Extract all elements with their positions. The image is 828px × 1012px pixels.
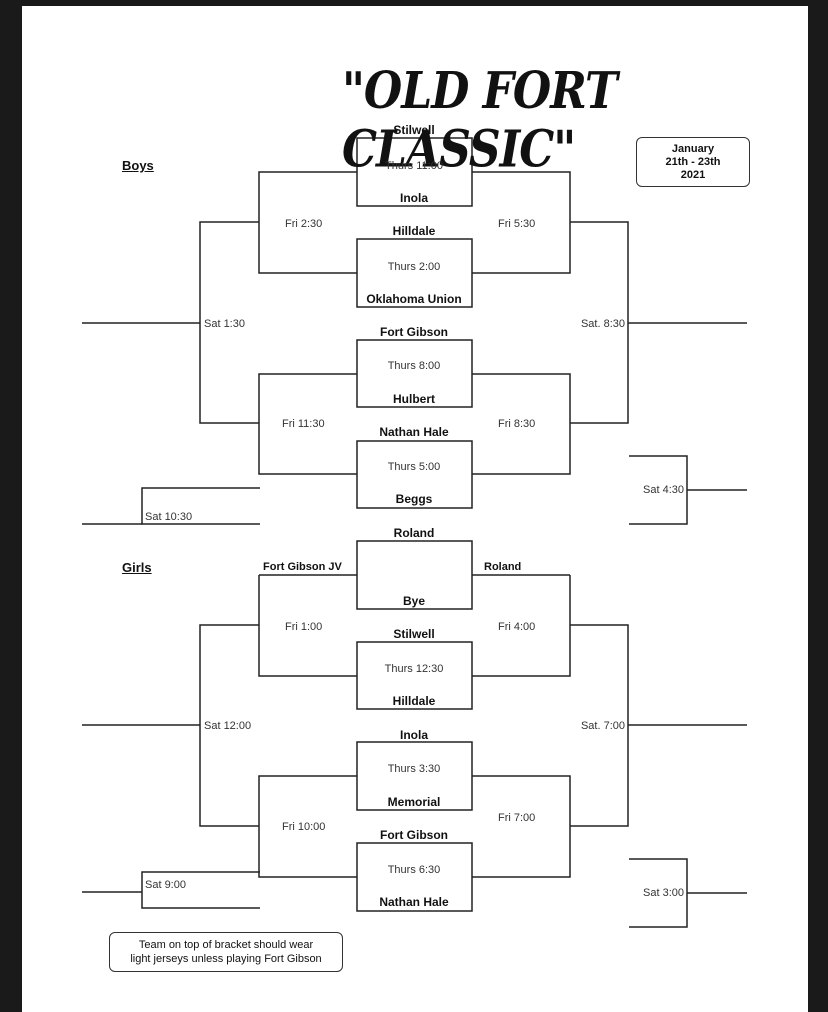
girls-bye-left-label: Fort Gibson JV <box>263 561 342 573</box>
girls-fri-left-bottom-time: Fri 10:00 <box>282 821 326 833</box>
date-line-3: 2021 <box>680 169 706 181</box>
girls-bye-bottom-team: Bye <box>402 594 426 608</box>
girls-cons-left <box>141 871 260 909</box>
page-title: "OLD FORT CLASSIC" <box>342 62 618 180</box>
boys-game-1-bottom-team: Inola <box>399 191 429 205</box>
girls-bye-top-team: Roland <box>393 526 435 540</box>
girls-fri-right-bottom-time: Fri 7:00 <box>498 812 536 824</box>
boys-cons-left-time: Sat 10:30 <box>145 511 193 523</box>
girls-cons-left-time: Sat 9:00 <box>145 879 186 891</box>
girls-sat-left-time: Sat 12:00 <box>204 720 252 732</box>
girls-fri-right-bottom <box>472 775 571 878</box>
boys-game-3-time: Thurs 8:00 <box>387 360 441 372</box>
boys-game-3-bottom-team: Hulbert <box>393 392 435 406</box>
note-line-2: light jerseys unless playing Fort Gibson <box>130 953 322 965</box>
boys-fri-right-bottom <box>472 373 571 475</box>
boys-game-1-time: Thurs 11:00 <box>385 160 443 172</box>
boys-fri-right-top-time: Fri 5:30 <box>498 218 536 230</box>
boys-fri-left-top-time: Fri 2:30 <box>285 218 323 230</box>
boys-fri-left-bottom <box>258 373 357 475</box>
girls-fri-left-top-time: Fri 1:00 <box>285 621 323 633</box>
girls-game-2-time: Thurs 3:30 <box>387 763 441 775</box>
girls-game-1-top-team: Stilwell <box>393 627 435 641</box>
bracket-lines <box>82 137 747 928</box>
boys-game-2-bottom-team: Oklahoma Union <box>366 292 462 306</box>
boys-game-4-top-team: Nathan Hale <box>379 425 449 439</box>
girls-fri-left-top <box>258 575 357 677</box>
girls-game-2-top-team: Inola <box>399 728 429 742</box>
jersey-note: Team on top of bracket should wear light… <box>109 932 343 972</box>
date-line-1: January <box>671 143 715 155</box>
bracket-sheet: "OLD FORT CLASSIC" January 21th - 23th 2… <box>22 6 808 1012</box>
boys-game-3-top-team: Fort Gibson <box>380 325 448 339</box>
boys-fri-left-bottom-time: Fri 11:30 <box>282 418 325 430</box>
girls-fri-right-top-time: Fri 4:00 <box>498 621 536 633</box>
girls-game-1-bottom-team: Hilldale <box>392 694 436 708</box>
girls-game-3-top-team: Fort Gibson <box>380 828 448 842</box>
boys-sat-right-time: Sat. 8:30 <box>580 318 625 330</box>
boys-sat-left-time: Sat 1:30 <box>204 318 245 330</box>
boys-game-4-bottom-team: Beggs <box>395 492 433 506</box>
girls-bye-right-label: Roland <box>484 561 522 573</box>
date-badge: January 21th - 23th 2021 <box>636 137 750 187</box>
girls-game-1-time: Thurs 12:30 <box>384 663 444 675</box>
boys-cons-right-time: Sat 4:30 <box>643 484 684 496</box>
section-boys: Boys <box>122 158 154 173</box>
date-line-2: 21th - 23th <box>665 156 721 168</box>
girls-game-3-time: Thurs 6:30 <box>387 864 441 876</box>
boys-game-2-top-team: Hilldale <box>392 224 436 238</box>
section-girls: Girls <box>122 560 152 575</box>
boys-cons-left <box>141 487 260 525</box>
boys-game-4-time: Thurs 5:00 <box>387 461 441 473</box>
girls-game-3-bottom-team: Nathan Hale <box>379 895 449 909</box>
boys-fri-right-bottom-time: Fri 8:30 <box>498 418 536 430</box>
girls-fri-right-top <box>472 575 571 677</box>
girls-cons-right-time: Sat 3:00 <box>643 887 684 899</box>
boys-game-1-top-team: Stilwell <box>393 123 435 137</box>
girls-sat-right-time: Sat. 7:00 <box>580 720 625 732</box>
girls-game-2-bottom-team: Memorial <box>387 795 441 809</box>
note-line-1: Team on top of bracket should wear <box>138 939 314 951</box>
boys-game-2-time: Thurs 2:00 <box>387 261 441 273</box>
